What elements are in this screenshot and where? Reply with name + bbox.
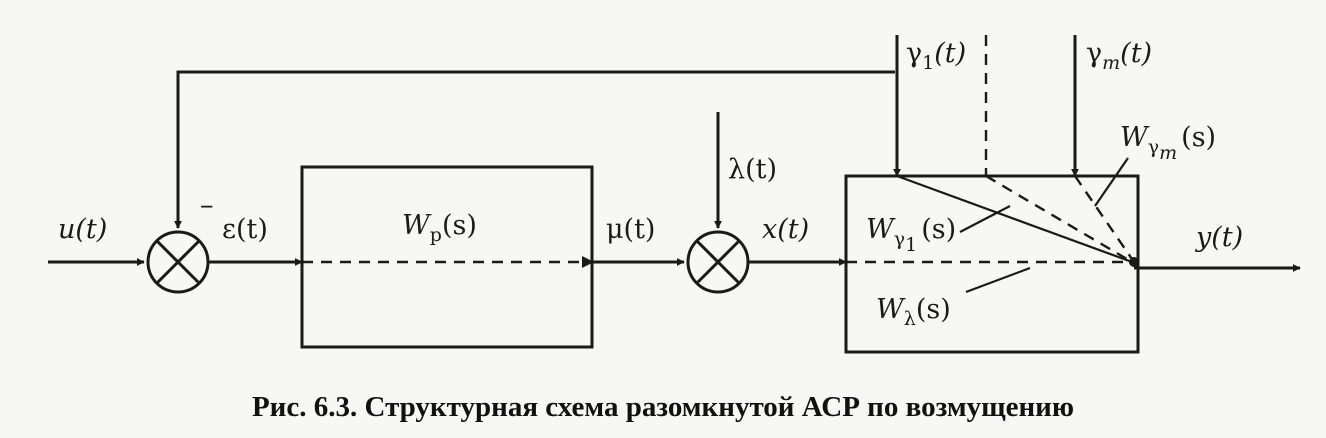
label-epsilon: ε(t) [222, 214, 268, 245]
object-gammam-transfer-label: Wγm(s) [1120, 122, 1216, 164]
leader-gammam [1094, 157, 1129, 207]
label-gammam: γm(t) [1086, 38, 1152, 74]
object-output-node [1129, 257, 1139, 267]
object-block [844, 174, 1140, 354]
feedback-minus-sign: – [200, 190, 214, 221]
label-x: x(t) [762, 214, 809, 245]
regulator-block [300, 165, 594, 349]
label-y: y(t) [1195, 222, 1243, 253]
label-lambda: λ(t) [728, 154, 777, 185]
regulator-transfer-label: Wр(s) [402, 210, 477, 246]
leader-lambda [965, 266, 1031, 294]
object-gamma1-path [896, 174, 1133, 264]
leader-gamma1 [959, 205, 1011, 233]
feedback-line [174, 70, 895, 229]
object-lambda-transfer-label: Wλ(s) [876, 294, 951, 330]
regulator-inner-arrowhead [582, 256, 594, 268]
object-middle-dashed-path [985, 174, 1133, 264]
summing-junction-1 [146, 230, 210, 294]
figure-caption: Рис. 6.3. Структурная схема разомкнутой … [252, 391, 1074, 423]
object-gammam-dashed-path [1074, 175, 1135, 263]
label-gamma1: γ1(t) [906, 38, 966, 74]
label-mu: μ(t) [606, 214, 655, 245]
label-u: u(t) [58, 214, 107, 245]
object-gamma1-transfer-label: Wγ1(s) [866, 214, 956, 256]
summing-junction-2 [686, 230, 750, 294]
